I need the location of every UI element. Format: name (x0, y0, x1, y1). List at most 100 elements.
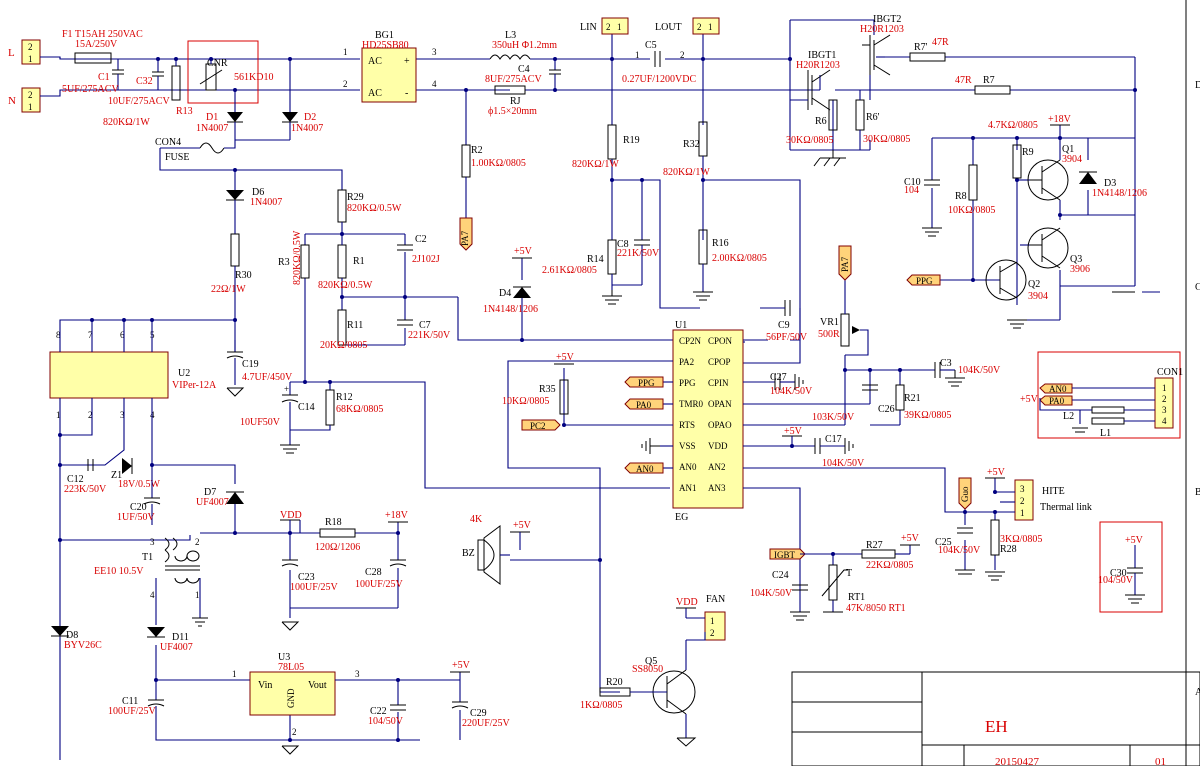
svg-text:C26: C26 (878, 404, 895, 415)
svg-text:78L05: 78L05 (278, 662, 304, 673)
svg-text:RT1: RT1 (848, 592, 865, 603)
ground-c10 (922, 227, 942, 237)
capacitor-c3: C3 104K/50V (934, 358, 1001, 378)
capacitor-c29: C29 220UF/25V (451, 701, 511, 729)
svg-text:PA7: PA7 (460, 230, 470, 246)
svg-text:104K/50V: 104K/50V (750, 588, 793, 599)
svg-text:C7: C7 (419, 320, 431, 331)
thermistor-rt1: T RT1 47K/8050 RT1 (821, 564, 906, 614)
svg-text:820KΩ/1W: 820KΩ/1W (663, 167, 710, 178)
svg-text:D1: D1 (206, 112, 218, 123)
svg-text:Q1: Q1 (1062, 144, 1074, 155)
svg-text:R18: R18 (325, 517, 342, 528)
svg-text:7: 7 (88, 330, 93, 340)
svg-text:2.00KΩ/0805: 2.00KΩ/0805 (712, 253, 767, 264)
svg-text:4.7KΩ/0805: 4.7KΩ/0805 (988, 120, 1038, 131)
svg-text:104: 104 (904, 185, 919, 196)
resistor-r6-prime: R6' 30KΩ/0805 (855, 90, 910, 150)
svg-text:PPG: PPG (916, 276, 933, 286)
capacitor-c7: C7 221K/50V (397, 319, 451, 341)
capacitor-c19: C19 4.7UF/450V (226, 340, 293, 385)
svg-text:C4: C4 (518, 64, 530, 75)
svg-text:Vin: Vin (258, 680, 272, 691)
svg-text:1: 1 (710, 616, 715, 626)
resistor-r3: R3 820KΩ/0.5W (278, 230, 310, 285)
svg-text:C28: C28 (365, 567, 382, 578)
svg-text:RJ: RJ (510, 96, 521, 107)
svg-text:10UF50V: 10UF50V (240, 417, 281, 428)
svg-text:4: 4 (1162, 416, 1167, 426)
svg-text:104K/50V: 104K/50V (938, 545, 981, 556)
svg-text:IBGT2: IBGT2 (873, 14, 901, 25)
svg-text:39KΩ/0805: 39KΩ/0805 (904, 410, 951, 421)
rail-5v-r27: +5V (900, 533, 920, 546)
label-l: L (8, 47, 15, 59)
svg-text:C20: C20 (130, 502, 147, 513)
svg-text:AN0: AN0 (1049, 384, 1067, 394)
capacitor-c27: C27 104K/50V (770, 372, 813, 397)
svg-text:T: T (846, 568, 852, 579)
port-ppg-right: PPG (906, 274, 941, 286)
svg-text:2: 2 (28, 42, 33, 52)
resistor-r11: R11 20KΩ/0805 (320, 309, 367, 351)
svg-text:8UF/275ACV: 8UF/275ACV (485, 74, 542, 85)
svg-text:C10: C10 (904, 177, 921, 188)
connector-fan: 1 2 FAN (686, 594, 726, 641)
port-pa0: PA0 (624, 398, 664, 410)
svg-text:1: 1 (1020, 508, 1025, 518)
capacitor-c23: C23 100UF/25V (281, 559, 339, 593)
svg-text:3: 3 (150, 537, 155, 547)
svg-text:4.7UF/450V: 4.7UF/450V (242, 372, 293, 383)
ground-c23 (281, 621, 300, 631)
svg-text:820KΩ/1W: 820KΩ/1W (572, 159, 619, 170)
ground-u3 (281, 745, 300, 755)
svg-text:2: 2 (1020, 496, 1025, 506)
svg-text:56PF/50V: 56PF/50V (766, 332, 808, 343)
svg-text:D3: D3 (1104, 178, 1116, 189)
svg-text:R3: R3 (278, 257, 290, 268)
svg-text:H20R1203: H20R1203 (796, 60, 840, 71)
resistor-r28: R28 3KΩ/0805 (990, 519, 1042, 556)
svg-text:VDD: VDD (708, 441, 728, 451)
svg-text:561KD10: 561KD10 (234, 72, 273, 83)
svg-text:221K/50V: 221K/50V (408, 330, 451, 341)
svg-text:AC: AC (368, 56, 382, 67)
svg-text:3: 3 (432, 47, 437, 57)
transistor-q2: Q2 3904 (985, 259, 1048, 302)
capacitor-c4: C4 8UF/275ACV (485, 59, 561, 90)
capacitor-c20: C20 1UF/50V (117, 465, 161, 525)
diode-d7: D7 UF4007 (196, 487, 244, 508)
capacitor-c28: C28 100UF/25V (355, 559, 407, 590)
svg-text:103K/50V: 103K/50V (812, 412, 855, 423)
svg-text:VDD: VDD (280, 510, 302, 521)
port-an0-u1: AN0 (624, 462, 664, 474)
svg-text:350uH Φ1.2mm: 350uH Φ1.2mm (492, 40, 557, 51)
svg-text:2.61KΩ/0805: 2.61KΩ/0805 (542, 265, 597, 276)
svg-text:CP2N: CP2N (679, 336, 702, 346)
svg-text:2: 2 (710, 628, 715, 638)
svg-text:+5V: +5V (987, 467, 1006, 478)
svg-text:1: 1 (617, 22, 622, 32)
diode-d3: D3 1N4148/1206 (1079, 171, 1147, 199)
svg-text:3: 3 (355, 669, 360, 679)
vdd-wires (235, 520, 399, 618)
svg-text:C2: C2 (415, 234, 427, 245)
svg-text:6: 6 (120, 330, 125, 340)
svg-text:1KΩ/0805: 1KΩ/0805 (580, 700, 622, 711)
port-pa7-vr1: PA7 (838, 245, 852, 281)
svg-text:C23: C23 (298, 572, 315, 583)
svg-text:RTS: RTS (679, 420, 695, 430)
svg-text:22Ω/1W: 22Ω/1W (211, 284, 246, 295)
svg-text:AN3: AN3 (708, 483, 726, 493)
svg-text:1.00KΩ/0805: 1.00KΩ/0805 (471, 158, 526, 169)
capacitor-c14: + C14 10UF50V (240, 384, 315, 445)
svg-text:100UF/25V: 100UF/25V (355, 579, 404, 590)
svg-text:C1: C1 (98, 72, 110, 83)
svg-text:C22: C22 (370, 706, 387, 717)
capacitor-c2: C2 2J102J (397, 234, 440, 265)
svg-text:R29: R29 (347, 192, 364, 203)
svg-text:R2: R2 (471, 145, 483, 156)
svg-text:EG: EG (675, 512, 688, 523)
svg-text:PPG: PPG (638, 378, 655, 388)
